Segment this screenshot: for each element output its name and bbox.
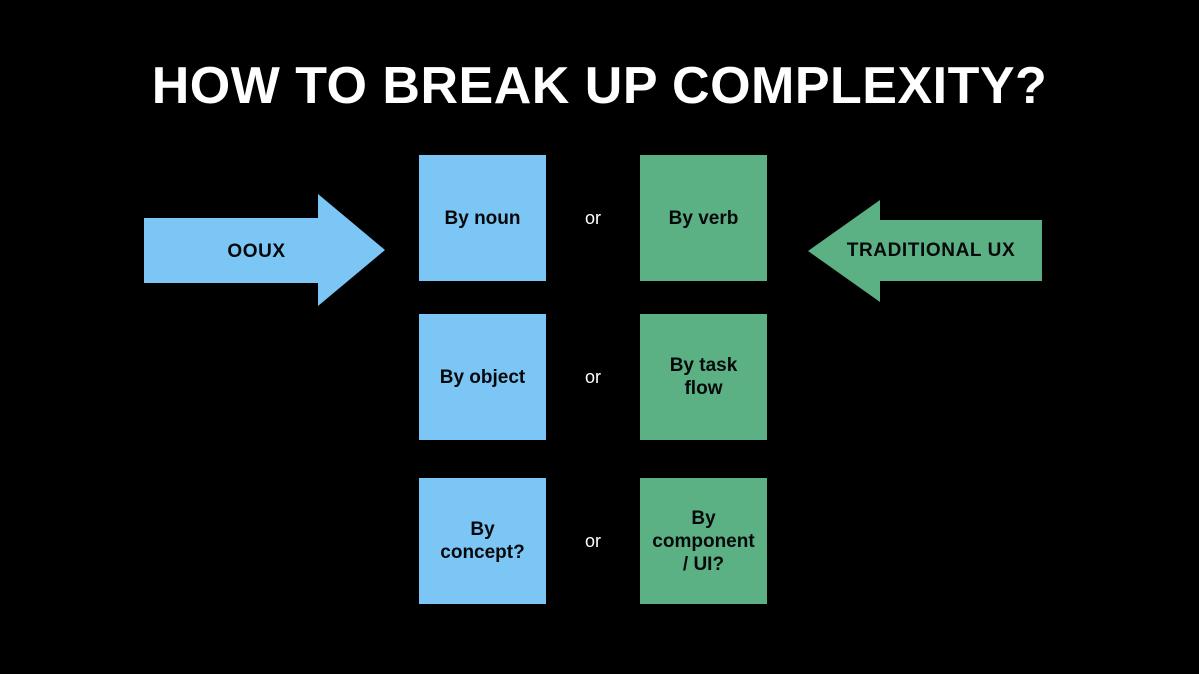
- option-row: By object or By task flow: [419, 314, 767, 440]
- option-line: By object: [439, 366, 526, 388]
- ooux-arrow: [140, 190, 390, 310]
- option-line: By: [691, 507, 716, 529]
- option-label: By concept?: [440, 518, 524, 564]
- option-line: / UI?: [682, 553, 725, 575]
- option-line: By task: [669, 355, 738, 376]
- or-separator: or: [584, 531, 601, 551]
- arrow-right-shape: [144, 194, 385, 306]
- option-label: By noun: [445, 207, 521, 230]
- options-grid: By noun or By verb By object or By task: [419, 155, 767, 604]
- option-label: By task flow: [670, 354, 738, 400]
- option-row: By noun or By verb: [419, 155, 767, 281]
- option-line: By verb: [668, 207, 739, 229]
- option-row: By concept? or By component / UI?: [419, 478, 767, 604]
- ooux-arrow-label: OOUX: [227, 241, 286, 262]
- or-separator: or: [584, 367, 601, 387]
- option-label: By object: [440, 366, 526, 389]
- option-box-by-task-flow[interactable]: By task flow: [640, 314, 767, 440]
- page-title: HOW TO BREAK UP COMPLEXITY?: [151, 57, 1048, 115]
- option-box-by-verb[interactable]: By verb: [640, 155, 767, 281]
- arrow-left-polygon: [808, 200, 1042, 302]
- option-line: component: [652, 530, 755, 552]
- option-label: By verb: [669, 207, 739, 230]
- traditional-ux-arrow-label: TRADITIONAL UX: [846, 240, 1016, 261]
- option-box-by-object[interactable]: By object: [419, 314, 546, 440]
- option-line: By: [470, 519, 495, 540]
- option-box-by-noun[interactable]: By noun: [419, 155, 546, 281]
- arrow-left-shape: [808, 200, 1042, 302]
- or-separator: or: [584, 208, 601, 228]
- option-box-by-concept[interactable]: By concept?: [419, 478, 546, 604]
- option-label: By component / UI?: [652, 507, 754, 576]
- option-line: flow: [684, 378, 723, 399]
- option-box-by-component-ui[interactable]: By component / UI?: [640, 478, 767, 604]
- option-line: By noun: [444, 207, 521, 229]
- traditional-ux-arrow: [804, 198, 1046, 304]
- option-line: concept?: [440, 542, 525, 563]
- arrow-right-polygon: [144, 194, 385, 306]
